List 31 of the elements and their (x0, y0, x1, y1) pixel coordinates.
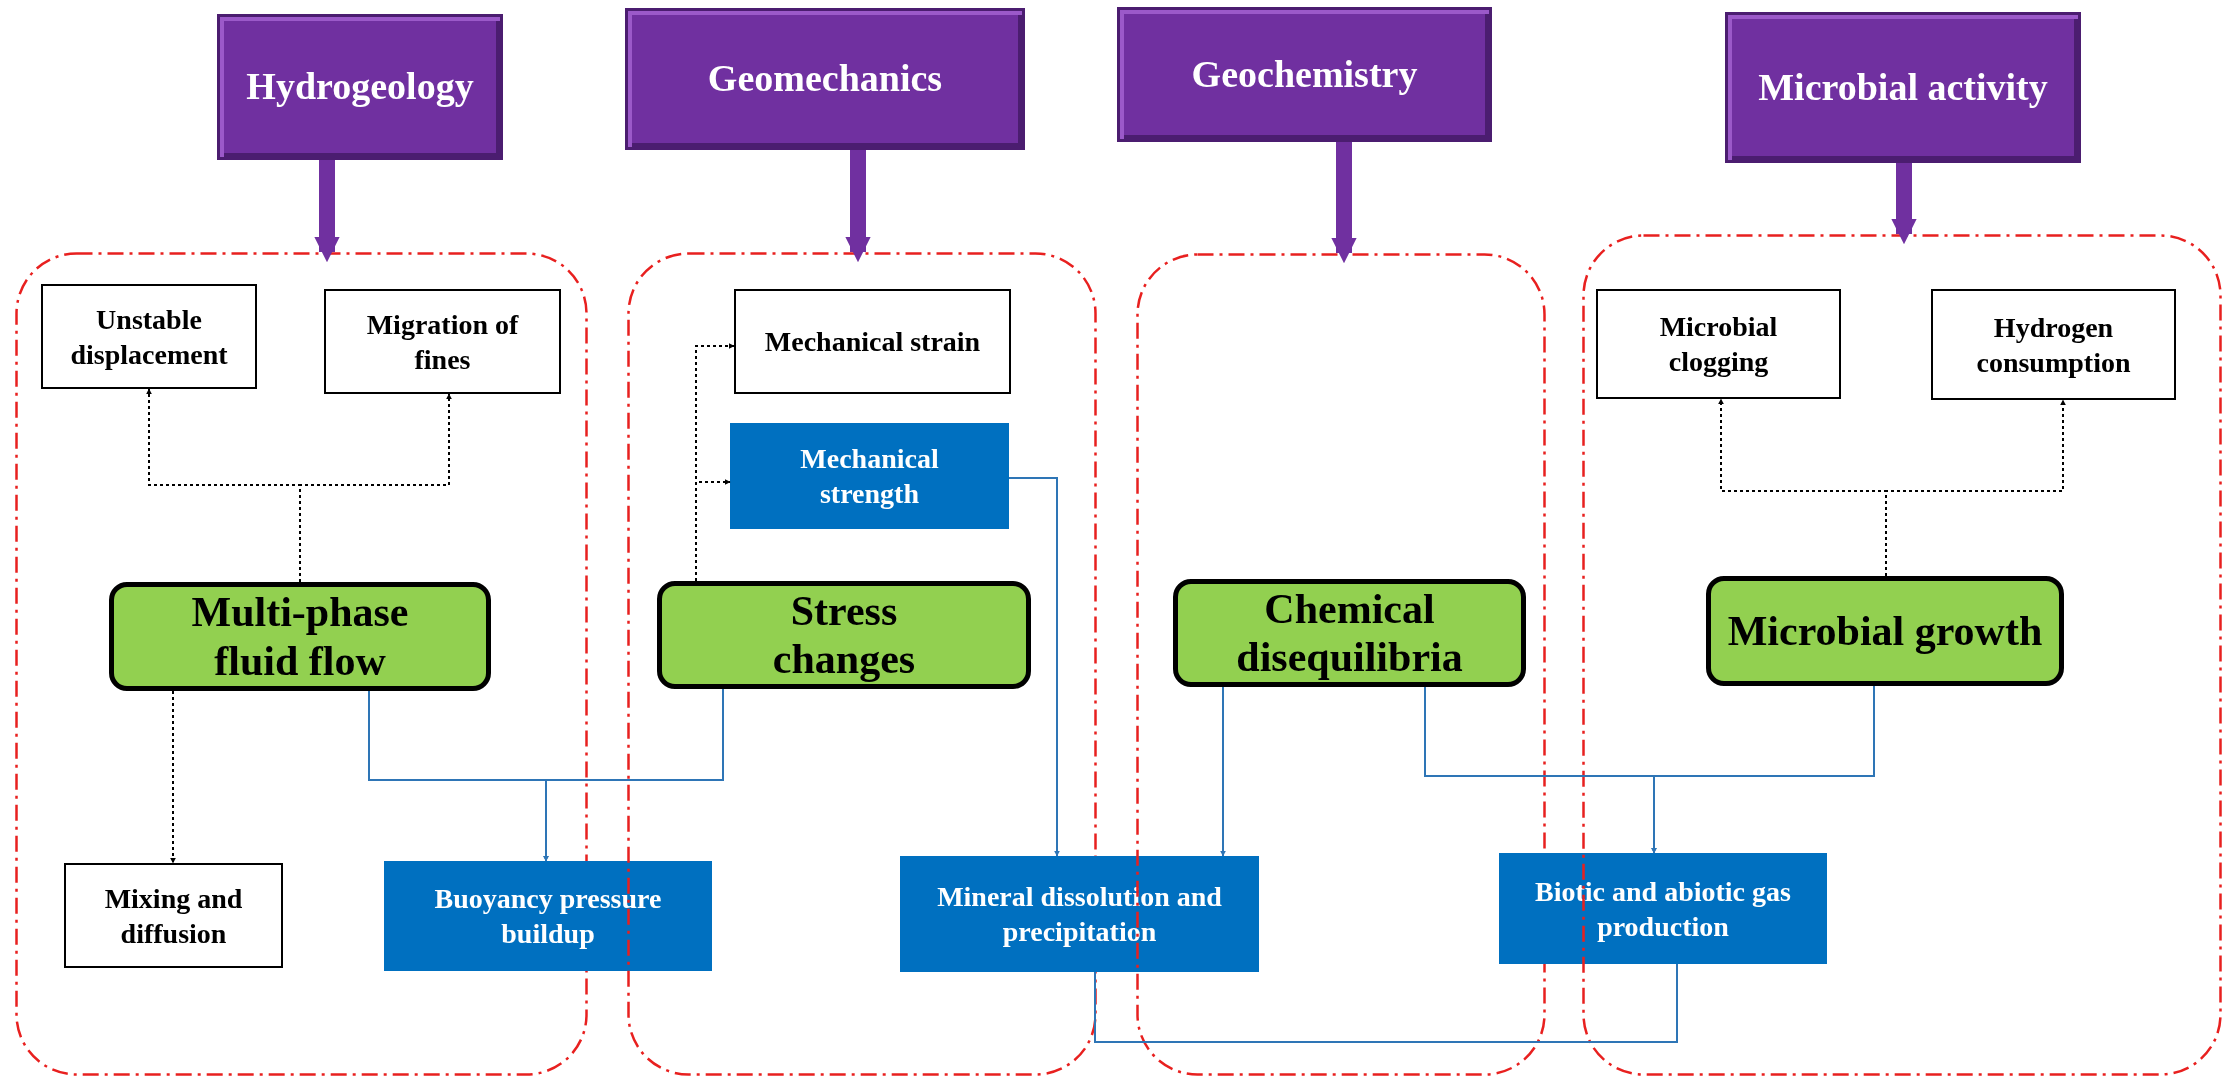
thick-arrow (314, 160, 340, 263)
process-box: Chemical disequilibria (1173, 579, 1526, 687)
category-header: Geomechanics (625, 8, 1025, 150)
category-header: Microbial activity (1725, 12, 2081, 163)
thick-arrow (845, 150, 871, 263)
arrow (695, 479, 731, 582)
arrow (1008, 477, 1060, 857)
effect-box: Mechanical strain (734, 289, 1011, 394)
outcome-box: Mineral dissolution and precipitation (900, 856, 1259, 972)
effect-box: Hydrogen consumption (1931, 289, 2176, 400)
process-box: Multi-phase fluid flow (109, 582, 491, 691)
thick-arrow (1331, 142, 1357, 264)
outcome-box: Mechanical strength (730, 423, 1009, 529)
process-box: Stress changes (657, 581, 1031, 689)
effect-box: Unstable displacement (41, 284, 257, 389)
outcome-box: Buoyancy pressure buildup (384, 861, 712, 971)
category-header: Hydrogeology (217, 14, 503, 160)
category-header: Geochemistry (1117, 7, 1492, 142)
effect-box: Mixing and diffusion (64, 863, 283, 968)
connector-line (1094, 963, 1678, 1043)
effect-box: Microbial clogging (1596, 289, 1841, 399)
process-box: Microbial growth (1706, 576, 2064, 686)
arrow (543, 688, 724, 862)
arrow (170, 690, 176, 864)
arrow (1220, 686, 1226, 857)
arrow (1651, 685, 1875, 854)
arrow (299, 393, 452, 583)
arrow (1885, 399, 2066, 577)
thick-arrow (1891, 163, 1917, 245)
outcome-box: Biotic and abiotic gas production (1499, 853, 1827, 964)
effect-box: Migration of fines (324, 289, 561, 394)
